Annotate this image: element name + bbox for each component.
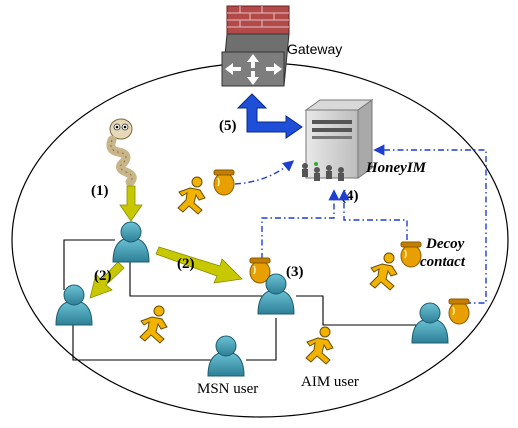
msn-buddy-icon <box>411 302 449 344</box>
aim-runner-icon <box>177 176 206 215</box>
firewall-router-icon <box>221 5 290 87</box>
step-5-label: (5) <box>219 118 237 134</box>
step-2-arrow-right <box>155 246 243 284</box>
msn-user-label: MSN user <box>197 381 258 397</box>
step-4-label: (4) <box>341 188 359 204</box>
aim-runner-icon <box>305 326 334 365</box>
alert-links <box>234 144 487 304</box>
msn-buddy-icon <box>55 284 93 326</box>
msn-buddy-icon <box>112 221 150 263</box>
aim-runner-icon <box>139 305 168 344</box>
gateway-label: Gateway <box>287 41 342 57</box>
honeyim-label: HoneyIM <box>365 160 427 176</box>
contact-links <box>63 239 422 361</box>
alert-to-gateway-arrow <box>236 93 303 139</box>
server-icon <box>302 99 374 181</box>
honey-pot-icon <box>400 241 422 268</box>
decoy-label-line1: Decoy <box>425 236 465 252</box>
honey-pot-icon <box>249 257 271 284</box>
step-3-label: (3) <box>286 264 304 280</box>
aim-runner-icon <box>369 252 398 291</box>
step-1-arrow <box>119 185 143 222</box>
step-2-arrow-left <box>89 261 125 299</box>
worm-icon <box>106 118 137 187</box>
step-2-label-right: (2) <box>177 256 195 272</box>
decoy-label-line2: contact <box>420 254 466 270</box>
honey-pot-icon <box>448 298 470 325</box>
step-2-label-left: (2) <box>94 268 112 284</box>
aim-user-label: AIM user <box>301 374 359 390</box>
honey-pot-icon <box>213 169 235 196</box>
msn-buddy-icon <box>257 273 295 315</box>
step-1-label: (1) <box>91 183 109 199</box>
msn-buddy-icon <box>207 335 245 377</box>
